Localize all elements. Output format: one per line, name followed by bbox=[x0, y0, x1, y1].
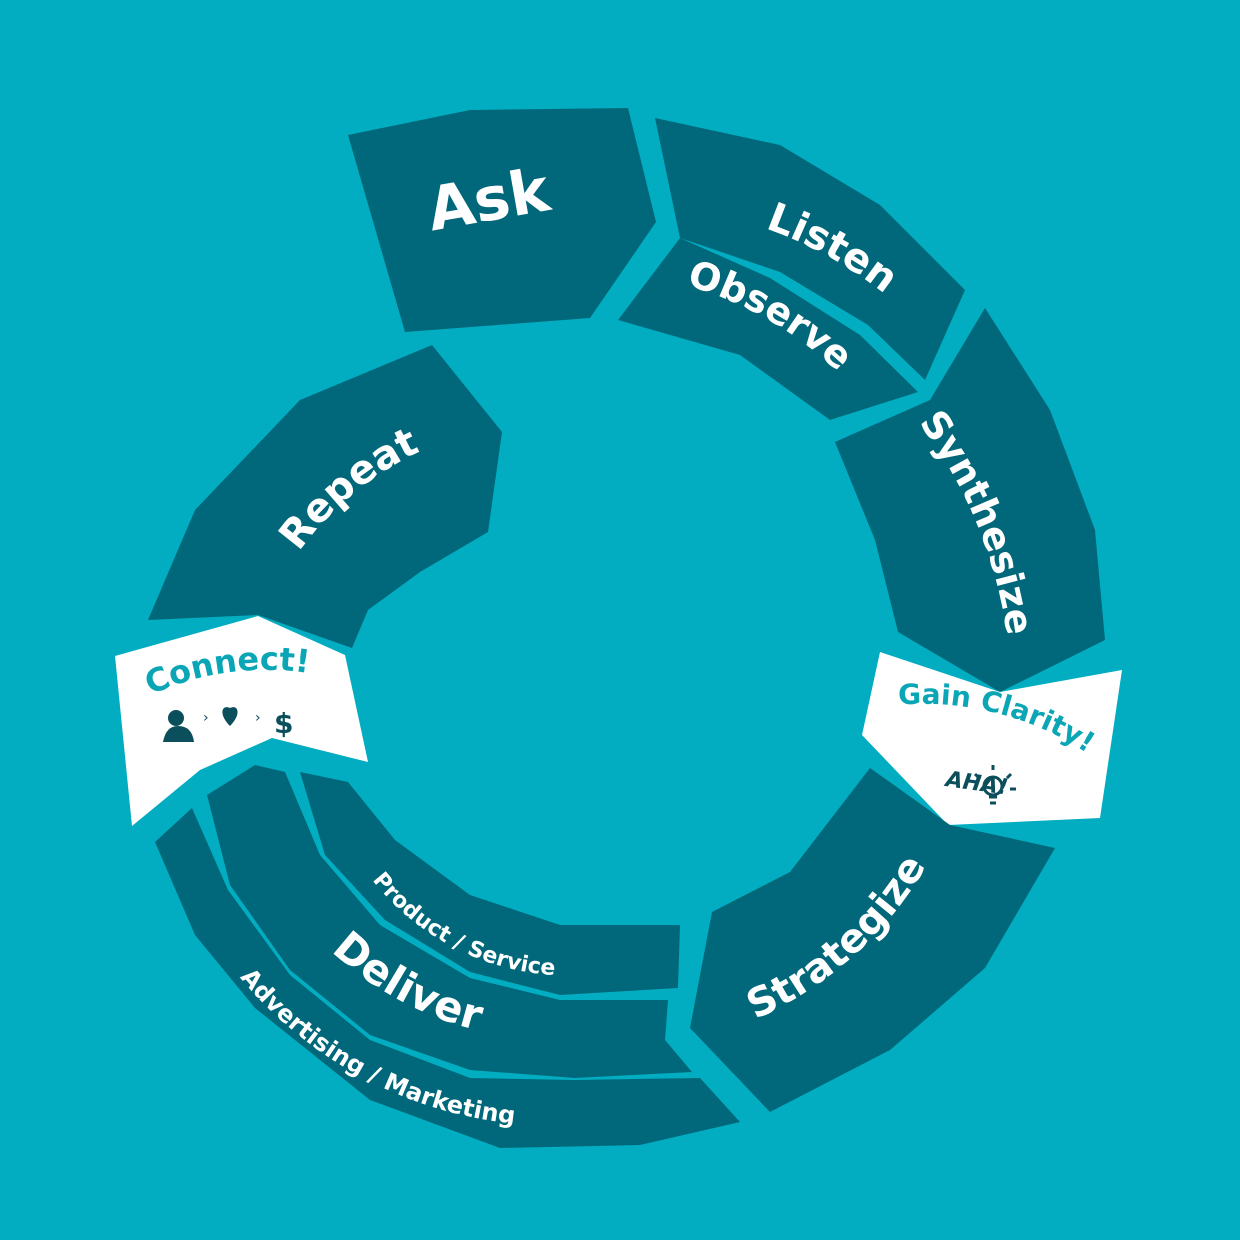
person-icon bbox=[163, 710, 194, 742]
observe-segment bbox=[618, 238, 918, 420]
gain-clarity-box bbox=[862, 652, 1122, 825]
deliver-segment bbox=[207, 765, 692, 1078]
advertising-marketing-segment bbox=[155, 808, 740, 1148]
repeat-segment bbox=[148, 345, 502, 648]
arrow-icon: › bbox=[255, 710, 261, 726]
product-service-segment bbox=[300, 772, 680, 995]
arrow-icon: › bbox=[203, 710, 209, 726]
dollar-icon: $ bbox=[274, 707, 293, 740]
ask-segment bbox=[348, 108, 656, 332]
strategize-segment bbox=[690, 768, 1055, 1112]
listen-segment bbox=[655, 118, 965, 380]
synthesize-segment bbox=[835, 308, 1105, 692]
connect-box bbox=[115, 616, 368, 826]
lightbulb-icon bbox=[973, 765, 1016, 805]
heart-icon bbox=[222, 707, 238, 726]
